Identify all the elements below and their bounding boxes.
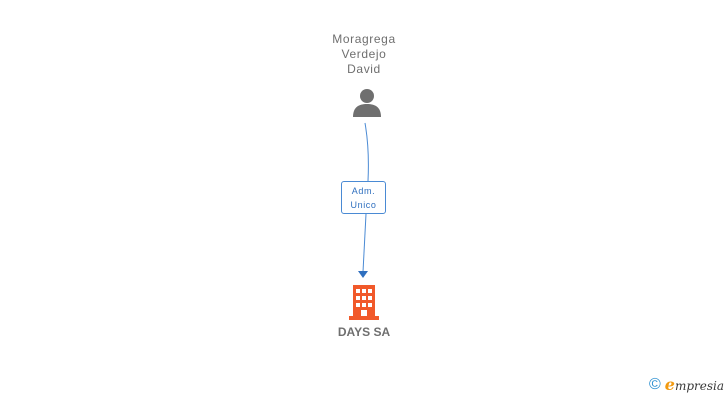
building-icon[interactable] <box>349 285 379 320</box>
brand-name-rest: mpresia <box>674 378 724 393</box>
edge-arrowhead <box>358 271 368 278</box>
relation-role-label: Adm. Unico <box>341 181 386 214</box>
company-name[interactable]: DAYS SA <box>337 325 391 339</box>
brand-name: empresia <box>665 375 724 396</box>
relation-role-line-1: Adm. <box>351 186 376 196</box>
person-icon[interactable] <box>352 87 382 117</box>
relation-role-line-2: Unico <box>350 200 377 210</box>
copyright-symbol: © <box>648 376 661 393</box>
person-name-line-1: Moragrega <box>332 32 396 46</box>
brand-logo[interactable]: © empresia <box>649 375 724 395</box>
brand-initial: e <box>664 374 675 394</box>
person-name[interactable]: Moragrega Verdejo David <box>304 32 424 77</box>
person-name-line-2: Verdejo <box>341 47 387 61</box>
person-name-line-3: David <box>347 62 381 76</box>
